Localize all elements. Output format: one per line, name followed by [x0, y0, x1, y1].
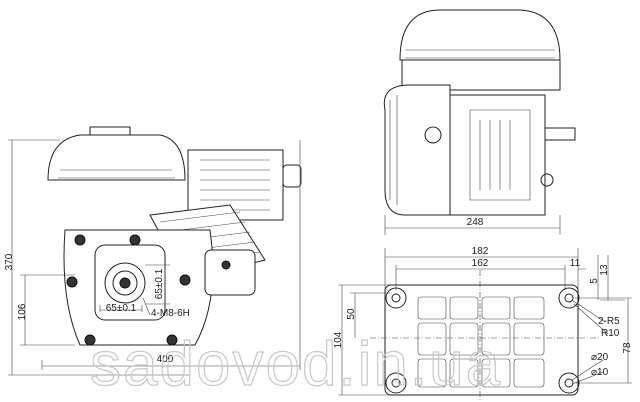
- base-plate-view: 182 162 11 13 5 50 104 78 2-R5 R10 ⌀20 ⌀…: [333, 246, 633, 400]
- label-slot-radius: 2-R5: [598, 316, 620, 327]
- side-fuel-tank: [399, 9, 561, 61]
- thread-spec-label: 4-M8-6H: [151, 308, 190, 319]
- dim-hole-spacing-width: 78: [622, 342, 633, 354]
- dim-slot-inner: 5: [589, 278, 600, 284]
- watermark: sadovod.in.ua: [90, 330, 502, 399]
- side-crankcase: [449, 94, 546, 216]
- fuel-tank: [47, 134, 186, 181]
- dim-height-total: 370: [4, 253, 15, 270]
- dim-edge-offset: 11: [570, 258, 581, 269]
- front-view: 370 106 400 65±0.1 65±0.1 4-M8-6H: [4, 126, 302, 376]
- dim-bolt-spacing-h: 65±0.1: [106, 303, 137, 314]
- dim-half-width: 50: [346, 308, 357, 320]
- dim-bolt-spacing-v: 65±0.1: [154, 268, 165, 299]
- label-hole-diameter: ⌀10: [591, 367, 609, 378]
- label-boss-radius: R10: [601, 328, 620, 339]
- base-plate: [384, 284, 579, 396]
- side-view: 248: [383, 9, 576, 235]
- dim-slot-outer: 13: [599, 264, 610, 276]
- dim-shaft-height: 106: [17, 303, 28, 320]
- dim-overall-width: 104: [333, 331, 344, 348]
- dim-hole-spacing: 162: [472, 258, 489, 269]
- dim-side-length: 248: [467, 217, 484, 228]
- mount-hole: [385, 372, 407, 394]
- dim-overall-length: 182: [472, 246, 489, 257]
- output-shaft: [544, 127, 576, 141]
- dim-width-total: 400: [157, 354, 174, 365]
- label-boss-diameter: ⌀20: [591, 352, 609, 363]
